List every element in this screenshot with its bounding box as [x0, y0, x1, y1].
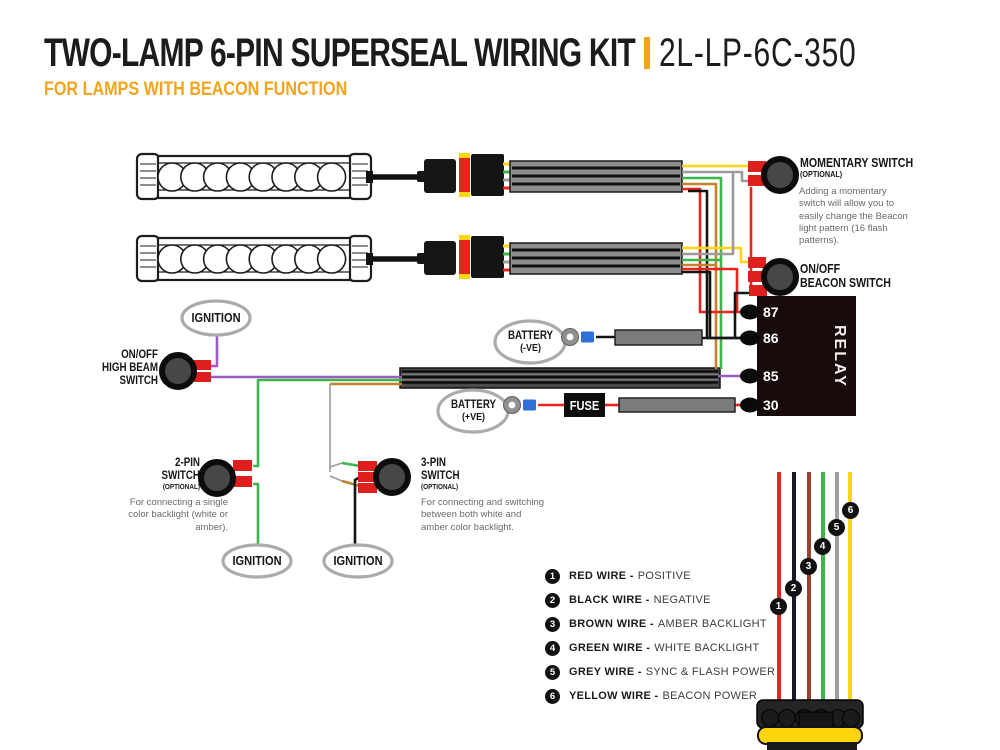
ignition-oval-bottom-right — [322, 543, 394, 579]
three-pin-switch-label: 3-PIN SWITCH (OPTIONAL) — [421, 457, 460, 491]
three-pin-switch-note: For connecting and switching between bot… — [421, 497, 545, 533]
wire-legend: 1 RED WIRE - POSITIVE 2 BLACK WIRE - NEG… — [545, 564, 775, 708]
legend-item: 1 RED WIRE - POSITIVE — [545, 564, 775, 588]
ignition-oval-top — [180, 299, 252, 337]
wire-number-badge-4: 4 — [814, 538, 831, 555]
main-harness-loom — [399, 367, 721, 389]
legend-number-badge: 2 — [545, 592, 560, 608]
legend-item: 5 GREY WIRE - SYNC & FLASH POWER — [545, 660, 775, 684]
fuse-label: FUSE — [569, 398, 600, 413]
legend-number-badge: 5 — [545, 664, 560, 680]
high-beam-switch — [159, 352, 211, 390]
wire-number-badge-5: 5 — [828, 519, 845, 536]
battery-positive-terminal — [436, 388, 736, 434]
ignition-label-top: IGNITION — [191, 310, 241, 325]
legend-number-badge: 6 — [545, 688, 560, 704]
legend-item: 6 YELLOW WIRE - BEACON POWER — [545, 684, 775, 708]
battery-negative-label: BATTERY (-VE) — [507, 330, 554, 354]
wire-number-badge-1: 1 — [770, 598, 787, 615]
ignition-label-bottom-right: IGNITION — [333, 553, 383, 568]
product-code: 2L-LP-6C-350 — [659, 30, 857, 75]
ignition-label-bottom-left: IGNITION — [232, 553, 282, 568]
two-pin-switch — [198, 459, 252, 497]
three-pin-switch — [358, 458, 411, 496]
page-subtitle: FOR LAMPS WITH BEACON FUNCTION — [44, 79, 348, 100]
lamp-bar-1 — [137, 153, 682, 199]
legend-number-badge: 1 — [545, 568, 560, 584]
relay-pin-86: 86 — [763, 330, 779, 346]
relay-pin-87: 87 — [763, 304, 779, 320]
fuse-box — [564, 393, 605, 417]
legend-number-badge: 4 — [545, 640, 560, 656]
legend-number-badge: 3 — [545, 616, 560, 632]
relay-block — [740, 296, 856, 416]
lamp-bar-2 — [137, 235, 682, 281]
relay-pin-30: 30 — [763, 397, 779, 413]
momentary-switch-optional: (OPTIONAL) — [800, 169, 843, 179]
ignition-oval-bottom-left — [221, 543, 293, 579]
beacon-switch-label: ON/OFF BEACON SWITCH — [800, 262, 891, 290]
harness-wires — [211, 164, 753, 546]
battery-positive-label: BATTERY (+VE) — [450, 399, 497, 423]
wire-number-badge-3: 3 — [800, 558, 817, 575]
legend-item: 2 BLACK WIRE - NEGATIVE — [545, 588, 775, 612]
title-separator — [644, 37, 650, 69]
relay-pin-85: 85 — [763, 368, 779, 384]
two-pin-switch-note: For connecting a single color backlight … — [128, 497, 228, 533]
title-text: TWO-LAMP 6-PIN SUPERSEAL WIRING KIT — [44, 30, 636, 75]
page-title: TWO-LAMP 6-PIN SUPERSEAL WIRING KIT 2L-L… — [44, 30, 856, 76]
momentary-switch-note: Adding a momentary switch will allow you… — [799, 186, 908, 247]
relay-label: RELAY — [831, 324, 848, 388]
two-pin-switch-label: 2-PIN SWITCH (OPTIONAL) — [161, 457, 200, 491]
momentary-switch — [748, 156, 799, 194]
legend-item: 3 BROWN WIRE - AMBER BACKLIGHT — [545, 612, 775, 636]
momentary-switch-label: MOMENTARY SWITCH — [800, 156, 914, 170]
high-beam-switch-label: ON/OFF HIGH BEAM SWITCH — [102, 349, 158, 387]
wire-number-badge-2: 2 — [785, 580, 802, 597]
wire-number-badge-6: 6 — [842, 502, 859, 519]
legend-item: 4 GREEN WIRE - WHITE BACKLIGHT — [545, 636, 775, 660]
beacon-switch — [748, 257, 799, 296]
battery-negative-terminal — [493, 319, 703, 365]
